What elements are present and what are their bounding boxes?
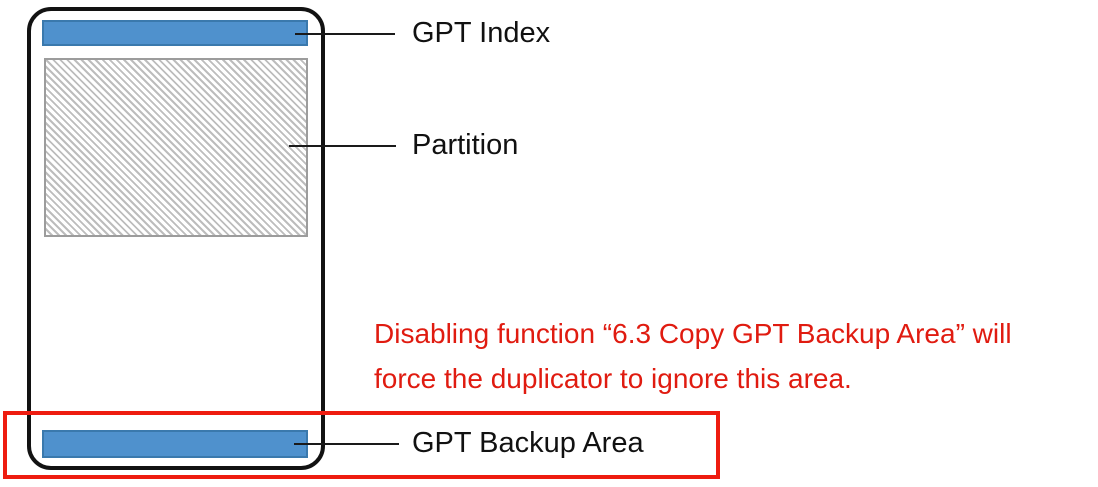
label-partition: Partition: [412, 129, 519, 161]
gpt-index-region: [42, 20, 308, 46]
leader-line-partition: [289, 145, 396, 147]
gpt-backup-area-highlight-box: [3, 411, 720, 479]
leader-line-gpt-index: [295, 33, 395, 35]
disk-outline-shape: [27, 7, 325, 470]
label-gpt-index: GPT Index: [412, 17, 551, 49]
warning-note-line-2: force the duplicator to ignore this area…: [374, 363, 852, 394]
warning-note-line-1: Disabling function “6.3 Copy GPT Backup …: [374, 318, 1012, 349]
leader-line-gpt-backup: [294, 443, 399, 445]
gpt-backup-area-region: [42, 430, 308, 458]
warning-note: Disabling function “6.3 Copy GPT Backup …: [374, 311, 1098, 401]
label-gpt-backup-area: GPT Backup Area: [412, 427, 644, 459]
partition-region: [44, 58, 308, 237]
